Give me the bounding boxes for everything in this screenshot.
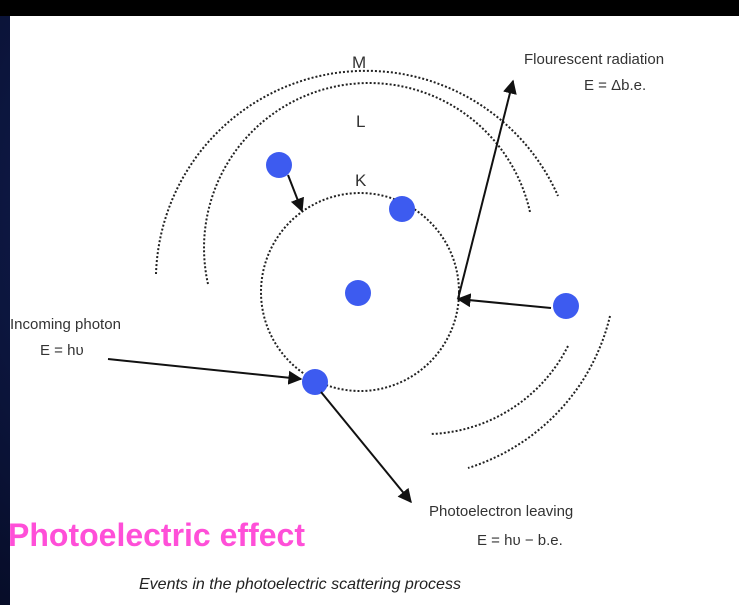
transition-arrow-m-to-k: [456, 293, 552, 309]
shell-label-k: K: [355, 171, 367, 190]
shell-label-l: L: [356, 112, 365, 131]
slide-title: Photoelectric effect: [10, 517, 305, 553]
shell-l: [203, 82, 531, 285]
shell-m-lower: [467, 315, 611, 469]
fluorescent-radiation-arrow: [457, 79, 517, 300]
fluorescent-radiation-energy: E = Δb.e.: [584, 77, 646, 94]
diagram-panel: M L K Flourescent radiation E = Δb.e.: [10, 16, 739, 605]
photoelectric-diagram: M L K Flourescent radiation E = Δb.e.: [10, 51, 664, 593]
photoelectron-energy: E = hυ − b.e.: [477, 532, 563, 549]
fluorescent-radiation-label: Flourescent radiation: [524, 51, 664, 68]
electron-ejected: [302, 369, 328, 395]
shell-l-lower: [429, 345, 569, 435]
electron-l-shell: [266, 152, 292, 178]
incoming-photon-energy: E = hυ: [40, 342, 84, 359]
nucleus: [345, 280, 371, 306]
incoming-photon-arrow: [107, 358, 303, 385]
diagram-caption: Events in the photoelectric scattering p…: [139, 576, 461, 593]
electron-k-shell-top: [389, 196, 415, 222]
photoelectron-arrow: [320, 391, 412, 504]
top-bar: [0, 0, 739, 16]
transition-arrow-l-to-k: [287, 174, 304, 213]
shell-label-m: M: [352, 53, 366, 72]
electron-m-shell-right: [553, 293, 579, 319]
incoming-photon-label: Incoming photon: [10, 316, 121, 333]
photoelectron-label: Photoelectron leaving: [429, 503, 573, 520]
